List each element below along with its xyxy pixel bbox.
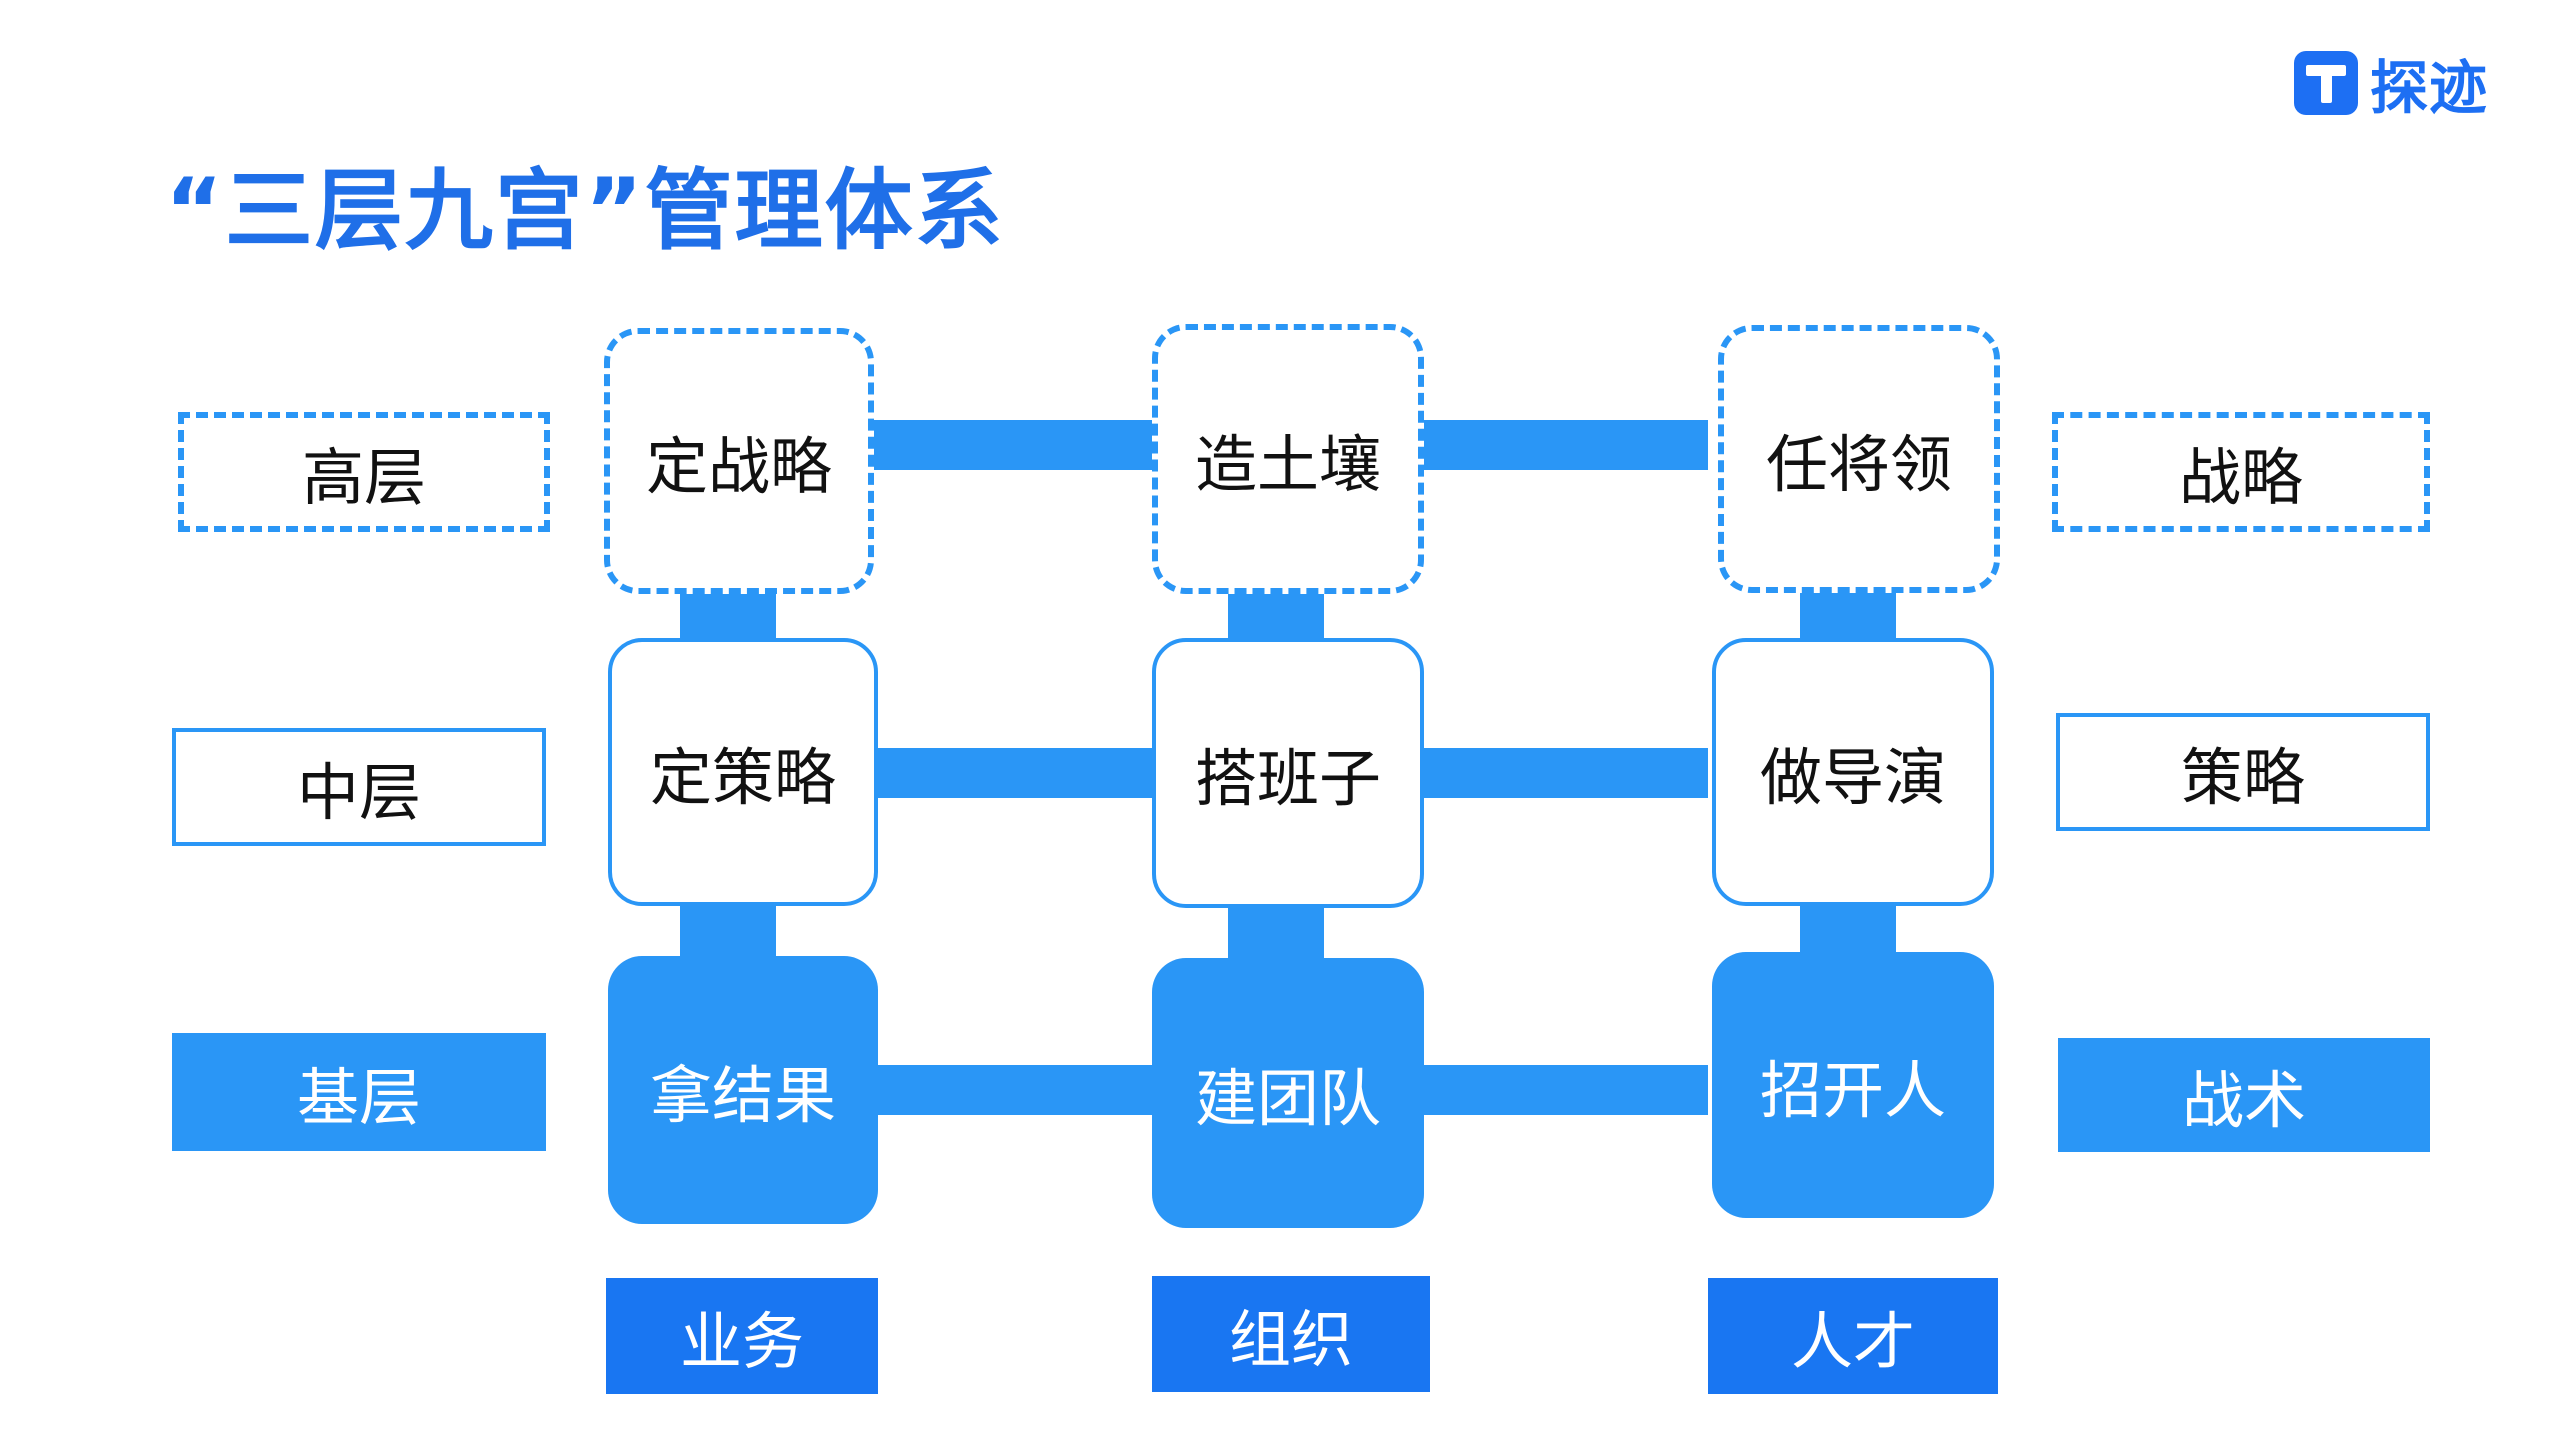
connector-base-1 [868,1065,1156,1115]
grid-cell-text: 定战略 [645,430,832,503]
level-label-text: 高层 [301,441,426,514]
column-label-text: 业务 [679,1305,804,1378]
level-label-middle: 中层 [172,728,546,846]
grid-cell-top-organization: 造土壤 [1152,324,1424,594]
connector-col1-upper [680,585,776,640]
column-label-business: 业务 [606,1278,878,1394]
connector-col3-lower [1800,898,1896,958]
column-label-text: 组织 [1228,1303,1353,1376]
focus-label-base: 战术 [2058,1038,2430,1152]
brand-logo-icon [2294,51,2358,115]
connector-middle-2 [1418,748,1708,798]
grid-cell-middle-business: 定策略 [608,638,878,906]
grid-cell-text: 建团队 [1194,1062,1381,1135]
connector-middle-1 [868,748,1156,798]
page-title: “三层九宫”管理体系 [165,159,1005,262]
connector-top-1 [868,420,1156,470]
level-label-base: 基层 [172,1033,546,1151]
brand-name: 探迹 [2370,54,2489,122]
connector-col1-lower [680,898,776,958]
connector-col2-upper [1228,585,1324,640]
column-label-talent: 人才 [1708,1278,1998,1394]
brand-logo: 探迹 [2294,46,2488,122]
focus-label-text: 战略 [2178,441,2303,514]
grid-cell-text: 任将领 [1765,428,1952,501]
level-label-text: 中层 [296,756,421,829]
grid-cell-base-talent: 招开人 [1712,952,1994,1218]
grid-cell-base-business: 拿结果 [608,956,878,1224]
grid-cell-text: 定策略 [649,741,836,814]
focus-label-text: 战术 [2181,1064,2306,1137]
focus-label-text: 策略 [2180,741,2305,814]
column-label-organization: 组织 [1152,1276,1430,1392]
grid-cell-middle-talent: 做导演 [1712,638,1994,906]
focus-label-middle: 策略 [2056,713,2430,831]
grid-cell-text: 拿结果 [649,1059,836,1132]
column-label-text: 人才 [1790,1305,1915,1378]
grid-cell-text: 招开人 [1759,1054,1946,1127]
level-label-text: 基层 [296,1061,421,1134]
grid-cell-base-organization: 建团队 [1152,958,1424,1228]
grid-cell-text: 做导演 [1759,741,1946,814]
grid-cell-middle-organization: 搭班子 [1152,638,1424,908]
connector-base-2 [1418,1065,1708,1115]
level-label-top: 高层 [178,412,550,532]
focus-label-top: 战略 [2052,412,2430,532]
grid-cell-text: 搭班子 [1194,742,1381,815]
grid-cell-top-business: 定战略 [604,328,874,594]
connector-col2-lower [1228,898,1324,958]
connector-col3-upper [1800,585,1896,640]
grid-cell-top-talent: 任将领 [1718,325,2000,593]
connector-top-2 [1418,420,1708,470]
grid-cell-text: 造土壤 [1194,428,1381,501]
